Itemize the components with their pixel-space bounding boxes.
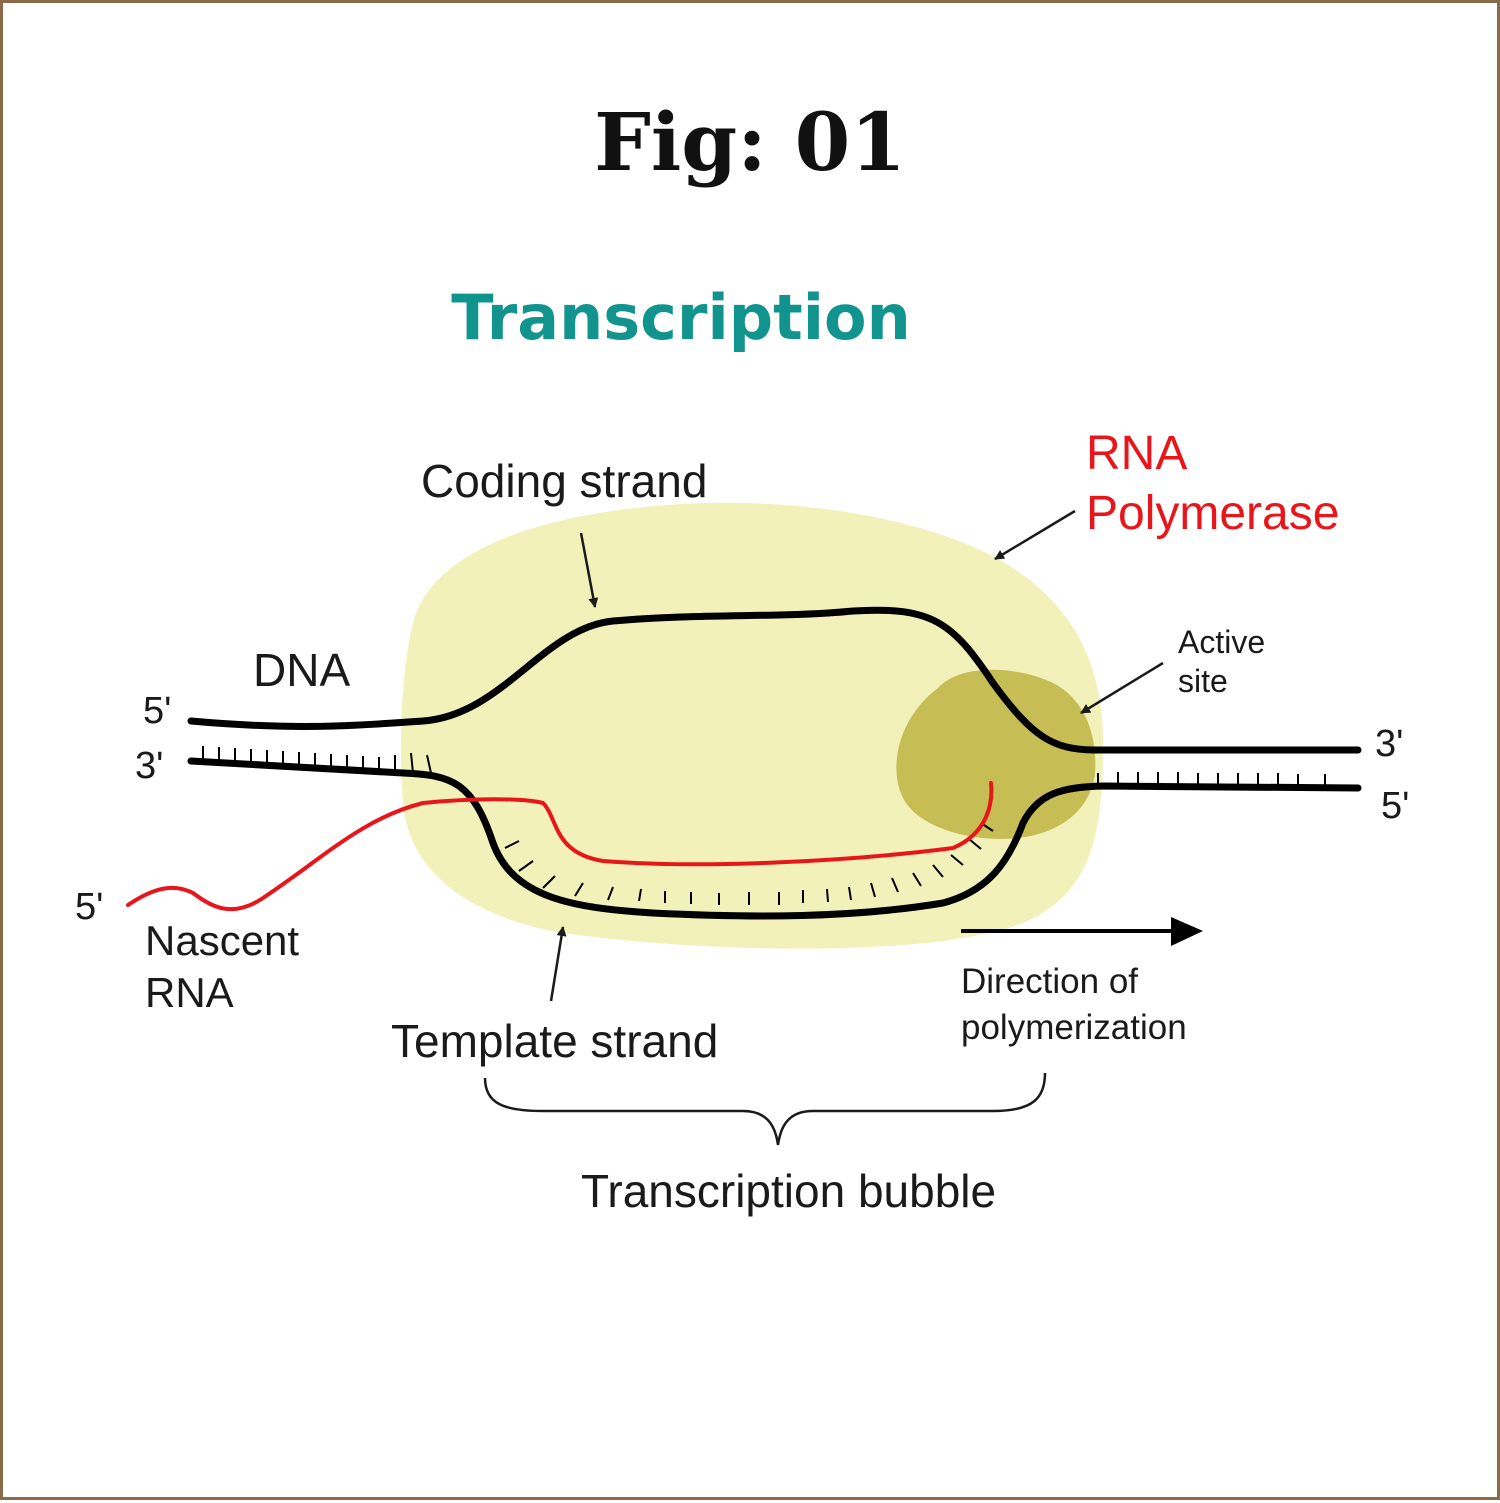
- coding-strand: [187, 606, 1362, 754]
- right-bottom-end-label: 5': [1381, 785, 1409, 827]
- left-bottom-end-label: 3': [135, 745, 163, 787]
- template-strand-arrow: [549, 926, 567, 1002]
- dna-label: DNA: [253, 644, 350, 696]
- direction-label-line1: Direction of: [961, 962, 1138, 1001]
- rna-polymerase-label-line1: RNA: [1086, 427, 1187, 480]
- transcription-diagram: Transcription: [75, 281, 1409, 1217]
- polymerase-arrow: [994, 509, 1076, 561]
- direction-label-line2: polymerization: [961, 1008, 1187, 1047]
- bubble-brace: [483, 1072, 1047, 1146]
- nascent-rna: [126, 781, 994, 912]
- right-duplex-base-pairs: [1097, 772, 1326, 788]
- rna-end-label: 5': [75, 886, 103, 928]
- active-site-label-line2: site: [1178, 663, 1228, 699]
- left-duplex-base-pairs: [202, 746, 432, 774]
- coding-strand-label: Coding strand: [421, 455, 707, 507]
- active-site-arrow: [1080, 661, 1164, 715]
- nascent-rna-label-line2: RNA: [145, 969, 234, 1016]
- rna-polymerase-label-line2: Polymerase: [1086, 487, 1339, 540]
- template-strand-label: Template strand: [391, 1015, 718, 1067]
- transcription-bubble-label: Transcription bubble: [581, 1165, 996, 1217]
- figure-title: Fig: 01: [594, 95, 906, 189]
- active-site-label-line1: Active: [1178, 624, 1265, 660]
- polymerization-direction-arrow: [961, 917, 1203, 946]
- nascent-rna-label-line1: Nascent: [145, 917, 299, 964]
- diagram-heading: Transcription: [451, 281, 911, 354]
- right-top-end-label: 3': [1375, 723, 1403, 765]
- coding-strand-arrow: [579, 532, 599, 608]
- template-strand: [187, 757, 1362, 920]
- left-top-end-label: 5': [143, 690, 171, 732]
